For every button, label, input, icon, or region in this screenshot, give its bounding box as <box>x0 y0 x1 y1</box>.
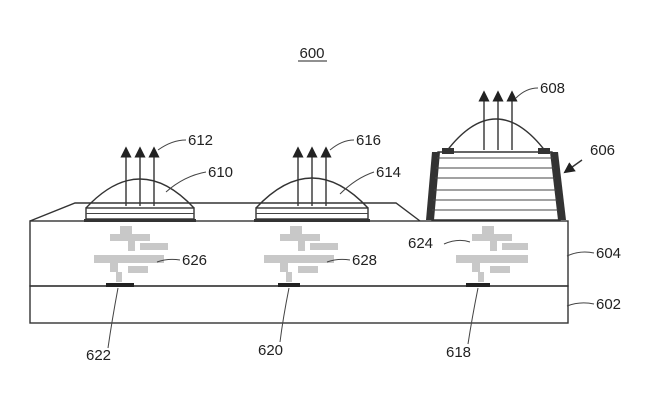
label-610: 610 <box>208 164 233 181</box>
figure-number: 600 <box>299 45 324 62</box>
circuit-624 <box>456 226 528 282</box>
label-626: 626 <box>182 252 207 269</box>
led-614 <box>254 207 370 222</box>
contact-622 <box>106 283 134 287</box>
label-606: 606 <box>590 142 615 159</box>
contact-620 <box>278 283 300 287</box>
label-612: 612 <box>188 132 213 149</box>
circuit-628 <box>264 226 338 282</box>
label-604: 604 <box>596 245 621 262</box>
circuit-626 <box>94 226 168 282</box>
label-624: 624 <box>408 235 433 252</box>
substrate-602 <box>29 285 569 324</box>
dome-lens-608 <box>445 118 547 153</box>
label-608: 608 <box>540 80 565 97</box>
label-614: 614 <box>376 164 401 181</box>
led-610 <box>84 207 196 222</box>
label-620: 620 <box>258 342 283 359</box>
light-arrows-612 <box>120 146 160 206</box>
light-arrows-608 <box>478 90 518 150</box>
label-622: 622 <box>86 347 111 364</box>
contact-618 <box>466 283 490 287</box>
label-602: 602 <box>596 296 621 313</box>
label-628: 628 <box>352 252 377 269</box>
label-616: 616 <box>356 132 381 149</box>
encapsulation-layer <box>29 202 421 222</box>
leader-lines <box>107 87 595 349</box>
stacked-led-606 <box>426 148 566 221</box>
light-arrows-616 <box>292 146 332 206</box>
label-618: 618 <box>446 344 471 361</box>
arrow-606 <box>563 159 583 174</box>
